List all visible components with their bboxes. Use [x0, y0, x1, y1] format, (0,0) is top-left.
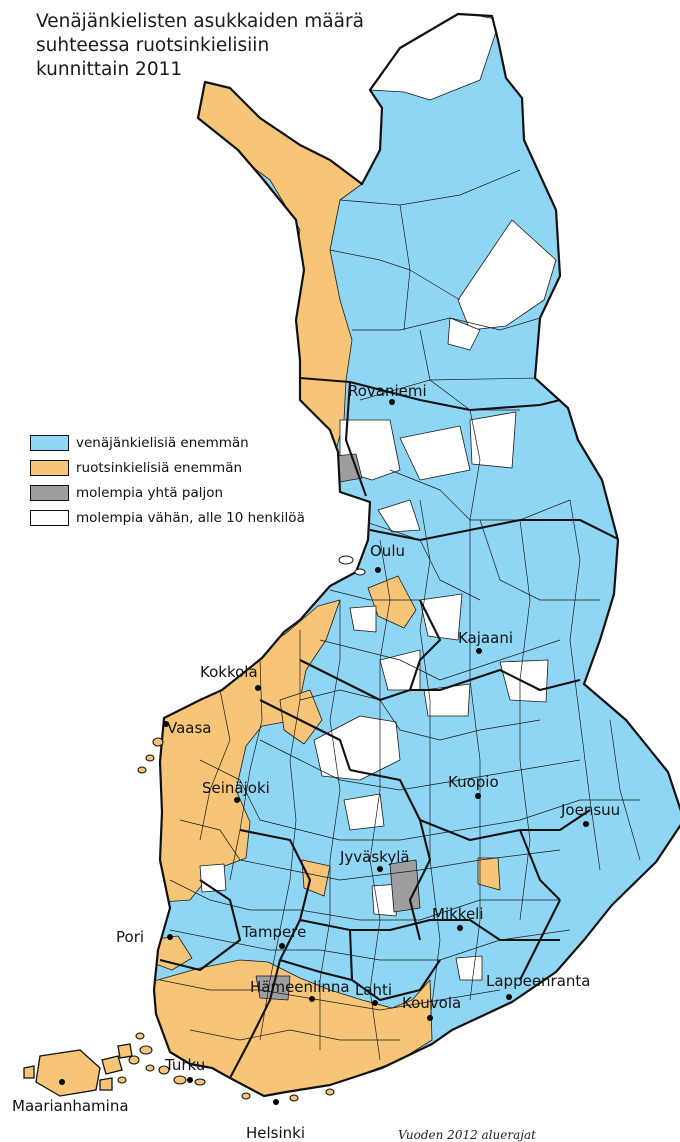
- legend-item-few: molempia vähän, alle 10 henkilöä: [30, 505, 305, 530]
- city-dot-helsinki: [273, 1099, 279, 1105]
- city-label-lahti: Lahti: [355, 981, 392, 999]
- city-markers: RovaniemiOuluKajaaniKokkolaVaasaSeinäjok…: [12, 382, 620, 1142]
- city-dot-pori: [167, 934, 173, 940]
- aland-islands: [23, 1043, 133, 1097]
- region-few-kuusamo-east: [469, 411, 517, 469]
- city-label-rovaniemi: Rovaniemi: [348, 382, 427, 400]
- legend-label: venäjänkielisiä enemmän: [76, 434, 249, 451]
- border-outline: [152, 12, 680, 1098]
- oulu-islets: [338, 555, 366, 576]
- region-few-north-east: [369, 14, 501, 101]
- region-swedish-ostrobothnia: [154, 599, 341, 903]
- city-label-mikkeli: Mikkeli: [432, 905, 484, 923]
- legend-label: ruotsinkielisiä enemmän: [76, 459, 243, 476]
- region-swedish-savonlinna: [477, 857, 501, 891]
- region-equal-heinola: [389, 859, 421, 913]
- city-label-seinajoki: Seinäjoki: [202, 779, 270, 797]
- city-label-vaasa: Vaasa: [167, 719, 212, 737]
- map-title: Venäjänkielisten asukkaiden määrä suhtee…: [36, 10, 396, 82]
- city-dot-turku: [187, 1077, 193, 1083]
- city-dot-kuopio: [475, 793, 481, 799]
- legend-label: molempia vähän, alle 10 henkilöä: [76, 509, 305, 526]
- city-label-tampere: Tampere: [241, 923, 306, 941]
- legend-swatch-swedish-more: [30, 459, 69, 476]
- city-label-jyvaskyla: Jyväskylä: [339, 848, 410, 866]
- city-label-kajaani: Kajaani: [458, 629, 513, 647]
- legend-swatch-russian-more: [30, 434, 69, 451]
- city-label-hameenlinna: Hämeenlinna: [250, 978, 350, 996]
- legend-item-russian-more: venäjänkielisiä enemmän: [30, 430, 305, 455]
- city-label-maarianhamina: Maarianhamina: [12, 1097, 129, 1115]
- mainland: [154, 14, 680, 1096]
- city-label-lappeenranta: Lappeenranta: [486, 972, 591, 990]
- city-dot-rovaniemi: [389, 399, 395, 405]
- region-few-jamsa: [371, 883, 399, 917]
- city-dot-lappeenranta: [506, 994, 512, 1000]
- city-label-kokkola: Kokkola: [200, 663, 258, 681]
- region-few-kouvola-east: [455, 955, 483, 981]
- region-few-oulu-north: [377, 499, 421, 533]
- city-label-kouvola: Kouvola: [402, 994, 461, 1012]
- city-dot-kouvola: [427, 1015, 433, 1021]
- city-dot-maarianhamina: [59, 1079, 65, 1085]
- city-dot-joensuu: [583, 821, 589, 827]
- region-few-posio: [399, 425, 471, 481]
- map-title-line: kunnittain 2011: [36, 59, 183, 80]
- region-few-central: [313, 715, 401, 781]
- city-label-pori: Pori: [116, 928, 144, 946]
- legend-label: molempia yhtä paljon: [76, 484, 224, 501]
- city-dot-hameenlinna: [309, 996, 315, 1002]
- region-few-kajaani-west: [419, 593, 463, 641]
- city-dot-mikkeli: [457, 925, 463, 931]
- region-swedish-kokkola-inland: [279, 689, 323, 745]
- archipelago-islets: [117, 737, 335, 1102]
- legend-swatch-equal: [30, 484, 69, 501]
- region-few-pyhajarvi: [349, 605, 377, 633]
- city-label-joensuu: Joensuu: [560, 801, 620, 819]
- city-dot-kajaani: [476, 648, 482, 654]
- map-title-line: Venäjänkielisten asukkaiden määrä: [36, 11, 364, 32]
- city-dot-tampere: [279, 943, 285, 949]
- map-title-line: suhteessa ruotsinkielisiin: [36, 35, 270, 56]
- city-dot-seinajoki: [234, 797, 240, 803]
- city-label-helsinki: Helsinki: [246, 1124, 305, 1142]
- legend-item-swedish-more: ruotsinkielisiä enemmän: [30, 455, 305, 480]
- city-label-oulu: Oulu: [370, 542, 405, 560]
- legend-swatch-few: [30, 509, 69, 526]
- boundary-credit: Vuoden 2012 aluerajat: [398, 1128, 536, 1142]
- city-label-turku: Turku: [164, 1056, 205, 1074]
- city-dot-jyvaskyla: [377, 866, 383, 872]
- city-dot-vaasa: [163, 721, 169, 727]
- map-legend: venäjänkielisiä enemmän ruotsinkielisiä …: [30, 430, 305, 530]
- city-label-kuopio: Kuopio: [448, 773, 499, 791]
- region-few-central-south: [343, 793, 385, 831]
- city-dot-kokkola: [255, 685, 261, 691]
- region-few-iisalmi: [423, 683, 471, 717]
- region-few-lapland-mid: [447, 317, 481, 351]
- city-dot-oulu: [375, 567, 381, 573]
- city-dot-lahti: [372, 1000, 378, 1006]
- legend-item-equal: molempia yhtä paljon: [30, 480, 305, 505]
